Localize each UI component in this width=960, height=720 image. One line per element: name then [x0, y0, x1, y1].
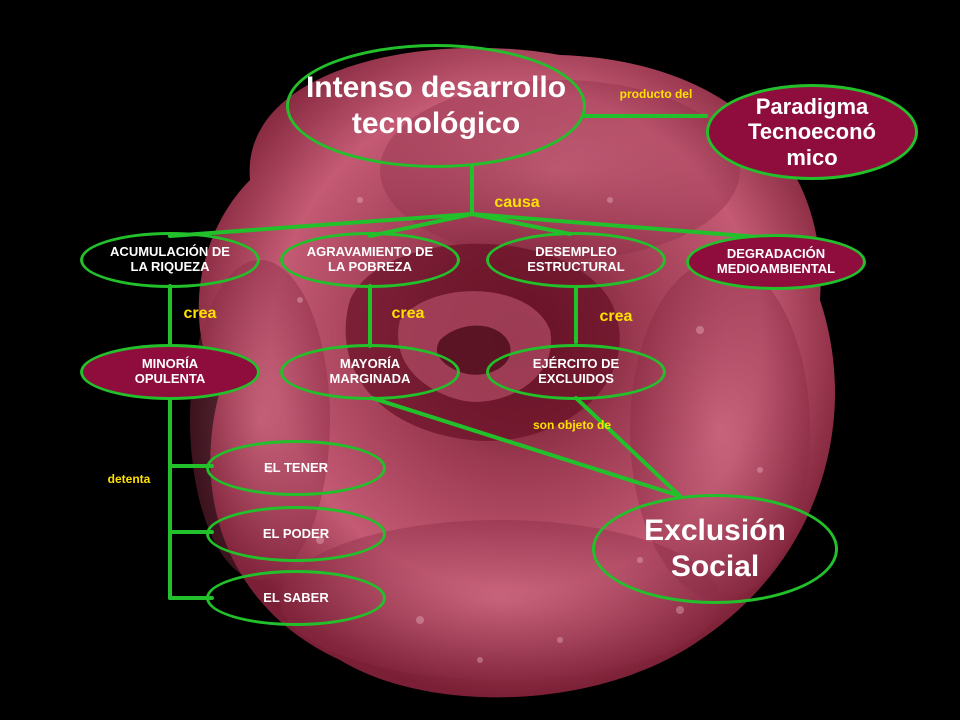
node-el-saber[interactable]: EL SABER — [206, 570, 386, 626]
node-label: MINORÍA OPULENTA — [134, 356, 206, 386]
node-label: ACUMULACIÓN DE LA RIQUEZA — [110, 244, 230, 274]
link-label-crea: crea — [183, 305, 217, 322]
node-mayoria-marginada[interactable]: MAYORÍA MARGINADA — [280, 344, 460, 400]
node-label: DESEMPLEO ESTRUCTURAL — [527, 244, 625, 274]
link-label-crea: crea — [391, 305, 425, 322]
node-desempleo-estructural[interactable]: DESEMPLEO ESTRUCTURAL — [486, 232, 666, 288]
node-exclusion-social[interactable]: Exclusión Social — [592, 494, 838, 604]
node-label: EL TENER — [263, 459, 329, 475]
node-el-tener[interactable]: EL TENER — [206, 440, 386, 496]
link-label-causa: causa — [494, 194, 540, 211]
line-causa-acumulacion — [168, 212, 474, 238]
line-causa-degradacion — [470, 212, 772, 240]
node-intenso-desarrollo-tecnologico[interactable]: Intenso desarrollo tecnológico — [286, 44, 586, 168]
node-acumulacion-riqueza[interactable]: ACUMULACIÓN DE LA RIQUEZA — [80, 232, 260, 288]
link-label-crea: crea — [599, 308, 633, 325]
link-label-son-objeto-de: son objeto de — [533, 418, 611, 432]
node-label: EJÉRCITO DE EXCLUIDOS — [532, 356, 620, 386]
link-label-detenta: detenta — [107, 472, 151, 486]
node-label: EL SABER — [263, 589, 329, 605]
node-minoria-opulenta[interactable]: MINORÍA OPULENTA — [80, 344, 260, 400]
link-label-producto-del: producto del — [619, 87, 693, 101]
node-label: Exclusión Social — [644, 514, 786, 583]
node-label: AGRAVAMIENTO DE LA POBREZA — [306, 244, 434, 274]
node-label: MAYORÍA MARGINADA — [329, 356, 411, 386]
node-label: Intenso desarrollo tecnológico — [305, 71, 567, 140]
node-label: Paradigma Tecnoeconó mico — [748, 94, 876, 170]
line-causa-desempleo — [470, 212, 572, 236]
node-ejercito-excluidos[interactable]: EJÉRCITO DE EXCLUIDOS — [486, 344, 666, 400]
node-degradacion-medioambiental[interactable]: DEGRADACIÓN MEDIOAMBIENTAL — [686, 234, 866, 290]
node-label: DEGRADACIÓN MEDIOAMBIENTAL — [716, 246, 836, 276]
line-mayoria-exclusion — [370, 396, 682, 498]
node-el-poder[interactable]: EL PODER — [206, 506, 386, 562]
node-label: EL PODER — [262, 525, 330, 541]
node-paradigma-tecnoeconomico[interactable]: Paradigma Tecnoeconó mico — [706, 84, 918, 180]
node-agravamiento-pobreza[interactable]: AGRAVAMIENTO DE LA POBREZA — [280, 232, 460, 288]
line-ejercito-exclusion — [574, 396, 682, 498]
